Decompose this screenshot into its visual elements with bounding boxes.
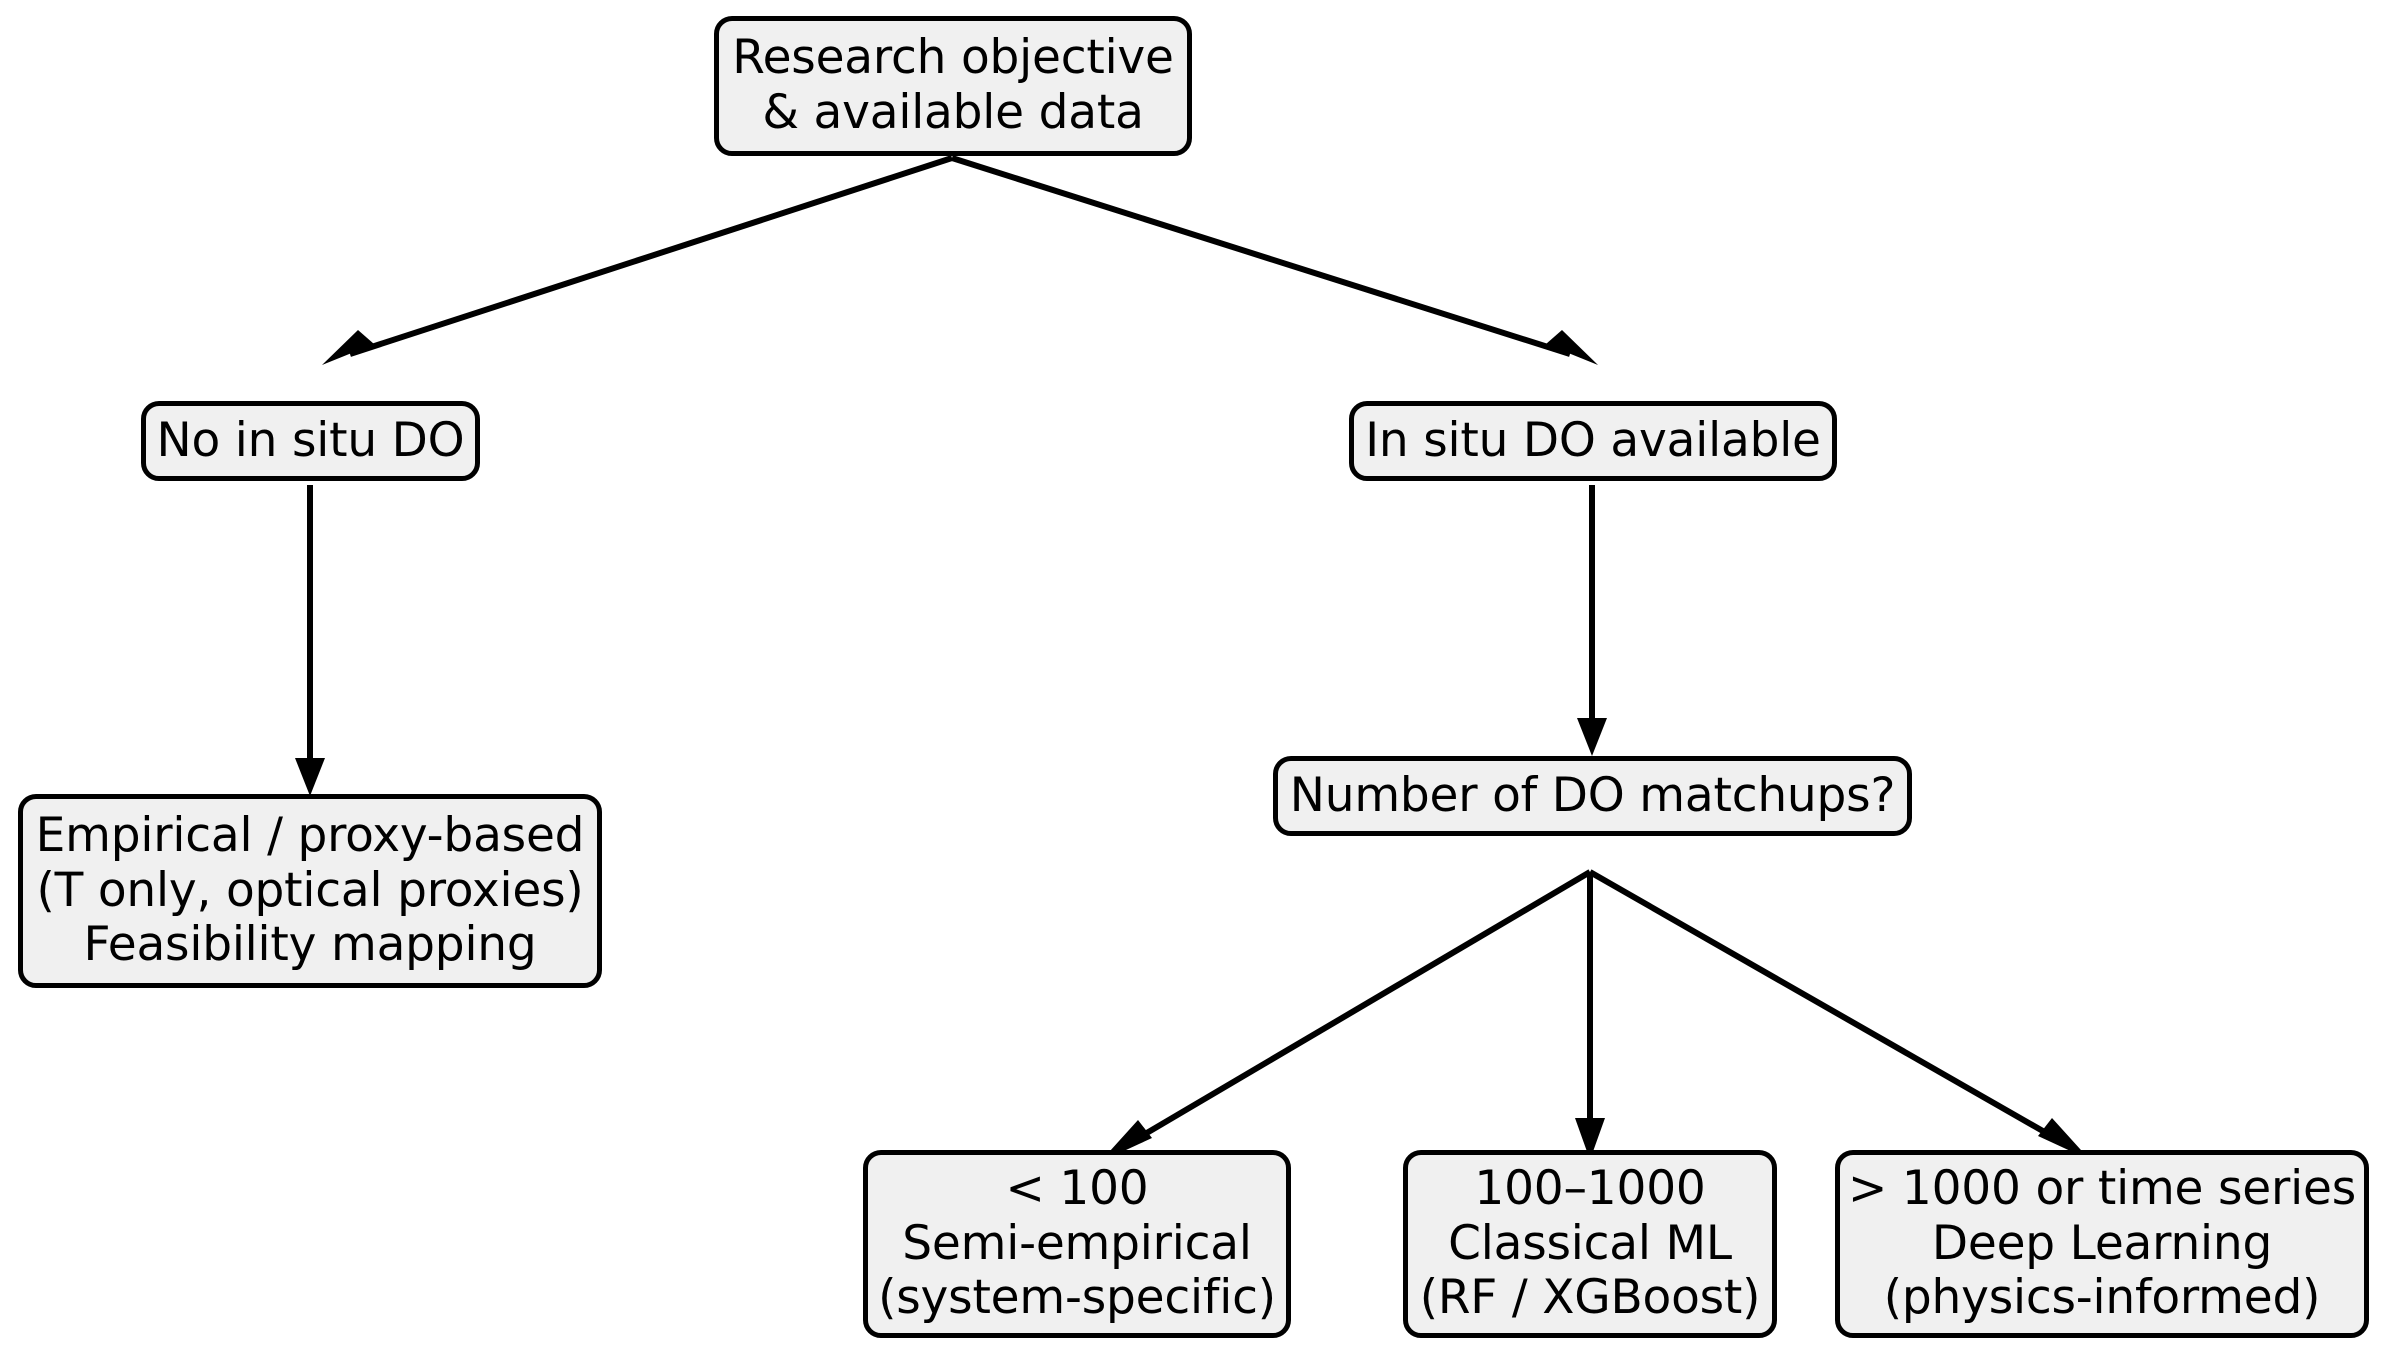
node-line: Number of DO matchups? [1289, 767, 1896, 823]
node-line: In situ DO available [1365, 412, 1821, 468]
node-line: Empirical / proxy-based [35, 808, 585, 864]
node-in-situ-do-available[interactable]: In situ DO available [1349, 401, 1837, 481]
node-100-1000-classical-ml[interactable]: 100–1000 Classical ML (RF / XGBoost) [1403, 1150, 1777, 1338]
node-line: Feasibility mapping [83, 917, 537, 973]
node-line: Research objective [732, 30, 1174, 86]
node-number-of-do-matchups[interactable]: Number of DO matchups? [1273, 756, 1912, 836]
node-less-than-100-semi-empirical[interactable]: < 100 Semi-empirical (system-specific) [863, 1150, 1291, 1338]
node-no-in-situ-do[interactable]: No in situ DO [141, 401, 480, 481]
edge-matchups-to-gt1000 [1588, 869, 2090, 1160]
edge-no-do-to-empirical [295, 485, 325, 796]
edge-do-available-to-matchups [1577, 485, 1607, 756]
node-greater-1000-deep-learning[interactable]: > 1000 or time series Deep Learning (phy… [1835, 1150, 2369, 1338]
edge-matchups-to-lt100 [1100, 869, 1592, 1162]
node-line: 100–1000 [1474, 1161, 1706, 1217]
node-line: Classical ML [1448, 1215, 1732, 1271]
node-empirical-proxy-based[interactable]: Empirical / proxy-based (T only, optical… [18, 794, 602, 988]
node-line: < 100 [1005, 1161, 1149, 1217]
edge-matchups-to-mid [1575, 872, 1605, 1160]
edge-root-to-do-available [951, 155, 1598, 365]
node-line: (system-specific) [878, 1270, 1276, 1326]
node-line: (physics-informed) [1883, 1270, 2321, 1326]
node-line: Semi-empirical [902, 1215, 1252, 1271]
edge-root-to-no-do [322, 155, 953, 365]
node-line: (RF / XGBoost) [1419, 1270, 1761, 1326]
node-line: (T only, optical proxies) [36, 862, 584, 918]
node-line: Deep Learning [1931, 1215, 2273, 1271]
node-line: > 1000 or time series [1847, 1161, 2356, 1217]
node-line: No in situ DO [156, 412, 465, 468]
node-research-objective[interactable]: Research objective & available data [714, 16, 1192, 156]
node-line: & available data [762, 85, 1144, 140]
